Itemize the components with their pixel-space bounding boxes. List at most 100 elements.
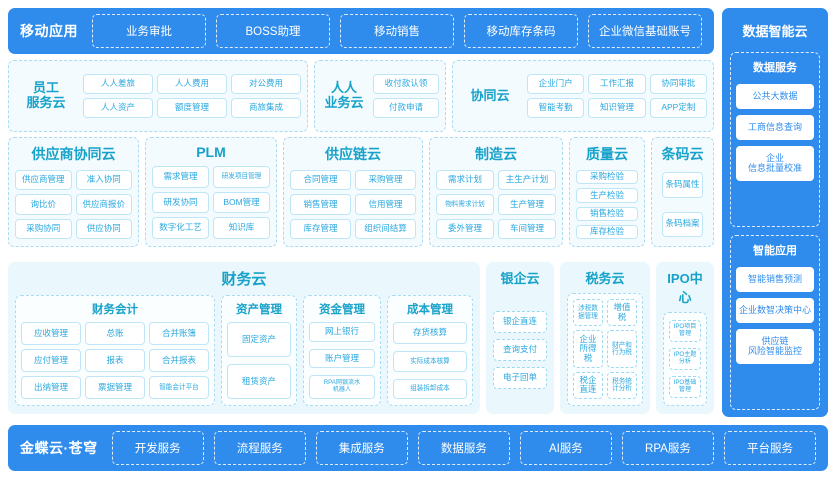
module-chip[interactable]: 采购检验 <box>576 170 638 185</box>
module-chip[interactable]: 商旅集成 <box>231 98 301 118</box>
module-chip[interactable]: 总账 <box>85 322 145 345</box>
module-chip[interactable]: 销售管理 <box>290 194 351 215</box>
domain-cloud-title: 供应链云 <box>325 146 381 162</box>
module-chip[interactable]: 知识管理 <box>588 98 646 118</box>
module-chip[interactable]: 询比价 <box>15 194 72 215</box>
module-chip[interactable]: 应付管理 <box>21 349 81 372</box>
module-chip[interactable]: IPO主题分析 <box>669 347 701 370</box>
module-chip[interactable]: BOM管理 <box>213 191 270 214</box>
ipo-center-group: IPO项目管理 IPO主题分析 IPO基础管理 <box>663 312 707 406</box>
module-chip[interactable]: 供应商管理 <box>15 170 72 191</box>
mobile-app-item-1[interactable]: BOSS助理 <box>216 14 330 48</box>
module-chip[interactable]: 查询支付 <box>493 338 547 361</box>
module-chip[interactable]: 组装拆卸成本 <box>393 378 467 399</box>
module-chip[interactable]: 增值税 <box>607 299 637 327</box>
module-chip[interactable]: 信用管理 <box>355 194 416 215</box>
module-chip[interactable]: 智能考勤 <box>527 98 585 118</box>
module-chip[interactable]: 委外管理 <box>436 218 494 239</box>
data-group-item[interactable]: 工商信息查询 <box>736 114 814 140</box>
module-chip[interactable]: 税务统计分析 <box>607 371 637 399</box>
cosmic-service-item-4[interactable]: AI服务 <box>519 431 612 465</box>
cosmic-service-item-3[interactable]: 数据服务 <box>417 431 510 465</box>
module-chip[interactable]: 银企直连 <box>493 310 547 333</box>
cosmic-service-item-5[interactable]: RPA服务 <box>621 431 714 465</box>
module-chip[interactable]: 条码属性 <box>662 172 703 198</box>
module-chip[interactable]: 存货核算 <box>393 322 467 345</box>
module-chip[interactable]: 生产检验 <box>576 188 638 203</box>
module-chip[interactable]: 研发项目管理 <box>213 166 270 188</box>
domain-cloud-items: 需求计划主生产计划物料需求计划生产管理委外管理车间管理 <box>436 170 556 239</box>
data-group-item[interactable]: 智能销售预测 <box>736 267 814 292</box>
module-chip[interactable]: 需求管理 <box>152 166 209 188</box>
module-chip[interactable]: 报表 <box>85 349 145 372</box>
cosmic-service-item-6[interactable]: 平台服务 <box>723 431 816 465</box>
module-chip[interactable]: 固定资产 <box>227 322 291 357</box>
mobile-app-item-4[interactable]: 企业微信基础账号 <box>588 14 702 48</box>
service-cloud-card-0: 员工 服务云人人差旅人人费用对公费用人人资产额度管理商旅集成 <box>8 60 308 132</box>
module-chip[interactable]: 需求计划 <box>436 170 494 191</box>
module-chip[interactable]: 销售检验 <box>576 206 638 221</box>
module-chip[interactable]: 物料需求计划 <box>436 194 494 215</box>
cosmic-service-item-2[interactable]: 集成服务 <box>315 431 408 465</box>
module-chip[interactable]: IPO基础管理 <box>669 375 701 398</box>
module-chip[interactable]: RPA网银流水 机器人 <box>309 375 375 399</box>
module-chip[interactable]: 票据管理 <box>85 376 145 399</box>
module-chip[interactable]: 人人资产 <box>83 98 153 118</box>
finance-subgroup-3: 成本管理存货核算实际成本核算组装拆卸成本 <box>387 295 473 406</box>
data-group-item[interactable]: 供应链 风险智能监控 <box>736 328 814 365</box>
module-chip[interactable]: 额度管理 <box>157 98 227 118</box>
module-chip[interactable]: 税企直连 <box>573 371 603 399</box>
module-chip[interactable]: 人人差旅 <box>83 74 153 94</box>
module-chip[interactable]: 企业所得税 <box>573 330 603 368</box>
module-chip[interactable]: 电子回单 <box>493 366 547 389</box>
module-chip[interactable]: APP定制 <box>649 98 707 118</box>
finance-subgroup-title: 资产管理 <box>236 304 282 316</box>
module-chip[interactable]: 研发协同 <box>152 191 209 214</box>
module-chip[interactable]: 租赁资产 <box>227 364 291 399</box>
module-chip[interactable]: 财产和行为税 <box>607 330 637 368</box>
module-chip[interactable]: 协同审批 <box>649 74 707 94</box>
module-chip[interactable]: 实际成本核算 <box>393 351 467 372</box>
module-chip[interactable]: 账户管理 <box>309 348 375 369</box>
module-chip[interactable]: 人人费用 <box>157 74 227 94</box>
module-chip[interactable]: 采购协同 <box>15 218 72 239</box>
module-chip[interactable]: 合并账簿 <box>149 322 209 345</box>
module-chip[interactable]: 知识库 <box>213 217 270 239</box>
cosmic-service-item-0[interactable]: 开发服务 <box>111 431 204 465</box>
service-cloud-title: 员工 服务云 <box>26 80 66 110</box>
module-chip[interactable]: 生产管理 <box>498 194 556 215</box>
cosmic-service-item-1[interactable]: 流程服务 <box>213 431 306 465</box>
module-chip[interactable]: 供应商报价 <box>75 194 132 215</box>
module-chip[interactable]: 车间管理 <box>498 218 556 239</box>
module-chip[interactable]: 工作汇报 <box>588 74 646 94</box>
module-chip[interactable]: 涉税数据管理 <box>573 299 603 327</box>
module-chip[interactable]: 合并报表 <box>149 349 209 372</box>
module-chip[interactable]: 采购管理 <box>355 170 416 191</box>
module-chip[interactable]: 出纳管理 <box>21 376 81 399</box>
module-chip[interactable]: 合同管理 <box>290 170 351 191</box>
module-chip[interactable]: 智能会计平台 <box>149 376 209 399</box>
module-chip[interactable]: 付款申请 <box>373 98 439 118</box>
module-chip[interactable]: 企业门户 <box>527 74 585 94</box>
module-chip[interactable]: 库存检验 <box>576 224 638 239</box>
module-chip[interactable]: 组织间结算 <box>355 218 416 239</box>
domain-cloud-items: 条码属性条码档案 <box>658 170 707 239</box>
mobile-app-item-2[interactable]: 移动销售 <box>340 14 454 48</box>
module-chip[interactable]: 应收管理 <box>21 322 81 345</box>
module-chip[interactable]: 收付款认领 <box>373 74 439 94</box>
mobile-app-item-3[interactable]: 移动库存条码 <box>464 14 578 48</box>
mobile-app-item-0[interactable]: 业务审批 <box>92 14 206 48</box>
module-chip[interactable]: 网上银行 <box>309 322 375 342</box>
module-chip[interactable]: IPO项目管理 <box>669 319 701 342</box>
module-chip[interactable]: 数字化工艺 <box>152 217 209 239</box>
module-chip[interactable]: 库存管理 <box>290 218 351 239</box>
module-chip[interactable]: 供应协同 <box>75 218 132 239</box>
module-chip[interactable]: 条码档案 <box>662 211 703 237</box>
mobile-applications-title: 移动应用 <box>20 23 78 39</box>
data-group-item[interactable]: 企业 信息批量校准 <box>736 145 814 182</box>
module-chip[interactable]: 准入协同 <box>75 170 132 191</box>
module-chip[interactable]: 对公费用 <box>231 74 301 94</box>
data-group-item[interactable]: 公共大数据 <box>736 84 814 109</box>
module-chip[interactable]: 主生产计划 <box>498 170 556 191</box>
data-group-item[interactable]: 企业数智决策中心 <box>736 297 814 323</box>
